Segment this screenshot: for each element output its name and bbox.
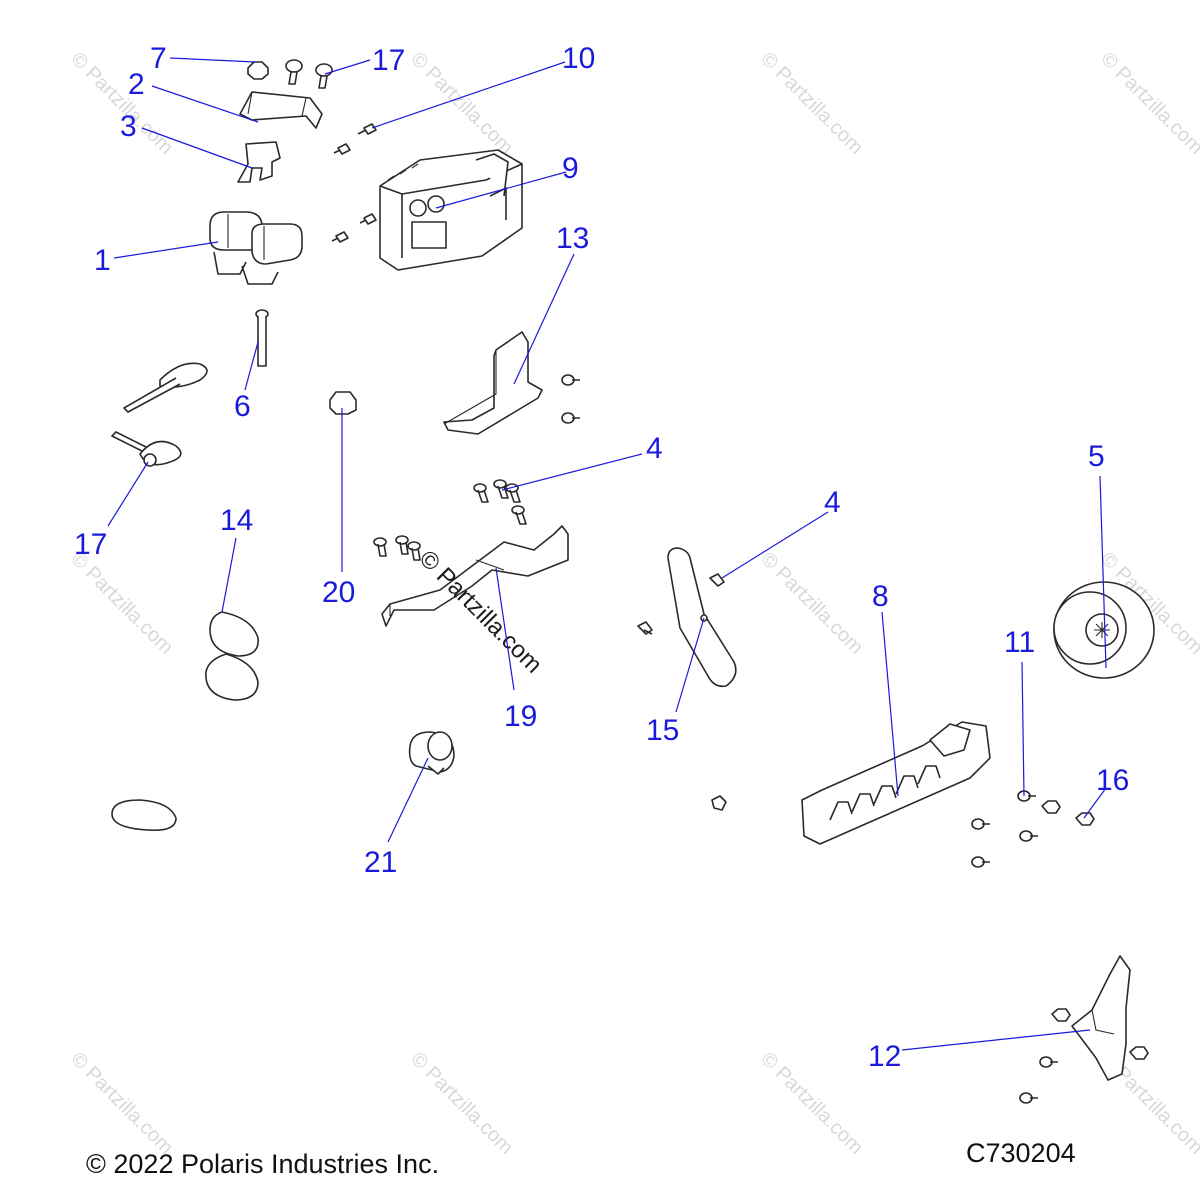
part-nut-16 bbox=[1075, 812, 1095, 826]
callout-6: 6 bbox=[234, 390, 251, 423]
part-nut-7 bbox=[247, 61, 269, 80]
callout-21: 21 bbox=[364, 846, 397, 879]
part-zip-tie-14 bbox=[205, 611, 259, 701]
callout-16: 16 bbox=[1096, 764, 1129, 797]
callout-labels: 7 2 3 1 6 17 10 9 13 4 4 5 8 11 16 14 17… bbox=[74, 42, 1129, 1073]
watermark: © Partzilla.com bbox=[66, 1048, 177, 1159]
watermark: © Partzilla.com bbox=[406, 48, 517, 159]
watermark: © Partzilla.com bbox=[66, 548, 177, 659]
callout-10: 10 bbox=[562, 42, 595, 75]
part-connector-20 bbox=[329, 391, 357, 415]
part-bolt-6 bbox=[255, 309, 269, 367]
leader-lines bbox=[107, 57, 1107, 1051]
watermark: © Partzilla.com bbox=[756, 1048, 867, 1159]
part-bracket-13 bbox=[443, 331, 580, 435]
callout-3: 3 bbox=[120, 110, 137, 143]
part-screw-10 bbox=[331, 123, 377, 243]
callout-12: 12 bbox=[868, 1040, 901, 1073]
part-bracket-19 bbox=[381, 525, 569, 627]
part-drawings bbox=[111, 59, 1155, 1104]
part-screw-11 bbox=[971, 790, 1061, 868]
part-bracket-15 bbox=[637, 547, 737, 688]
part-zip-tie-17 bbox=[111, 431, 182, 467]
part-fuse-block-8 bbox=[711, 721, 991, 845]
callout-15: 15 bbox=[646, 714, 679, 747]
callout-7: 7 bbox=[150, 42, 167, 75]
copyright-notice: © 2022 Polaris Industries Inc. bbox=[86, 1149, 440, 1179]
part-zip-tie-a bbox=[123, 362, 208, 413]
watermark: © Partzilla.com bbox=[1096, 48, 1200, 159]
callout-1: 1 bbox=[94, 244, 111, 277]
part-coil-1 bbox=[209, 211, 303, 285]
part-clip-3 bbox=[237, 141, 281, 183]
part-socket-21 bbox=[408, 731, 455, 775]
callout-4a: 4 bbox=[646, 432, 663, 465]
callout-2: 2 bbox=[128, 68, 145, 101]
callout-13: 13 bbox=[556, 222, 589, 255]
callout-14: 14 bbox=[220, 504, 253, 537]
part-bracket-2 bbox=[239, 91, 323, 129]
callout-9: 9 bbox=[562, 152, 579, 185]
watermark: © Partzilla.com bbox=[756, 548, 867, 659]
callout-4b: 4 bbox=[824, 486, 841, 519]
callout-20: 20 bbox=[322, 576, 355, 609]
part-bolts-4 bbox=[373, 479, 527, 561]
part-grommet-5 bbox=[1053, 581, 1155, 679]
watermark: © Partzilla.com bbox=[406, 1048, 517, 1159]
diagram-code: C730204 bbox=[966, 1138, 1076, 1168]
callout-19: 19 bbox=[504, 700, 537, 733]
callout-11: 11 bbox=[1004, 626, 1035, 659]
part-screw-18 bbox=[285, 59, 333, 89]
callout-17: 17 bbox=[74, 528, 107, 561]
watermark: © Partzilla.com bbox=[756, 48, 867, 159]
part-zip-tie-b bbox=[111, 799, 177, 832]
callout-5: 5 bbox=[1088, 440, 1105, 473]
callout-18: 17 bbox=[372, 44, 405, 77]
callout-8: 8 bbox=[872, 580, 889, 613]
part-bracket-12 bbox=[1019, 955, 1149, 1104]
part-ecu-9 bbox=[379, 149, 523, 271]
